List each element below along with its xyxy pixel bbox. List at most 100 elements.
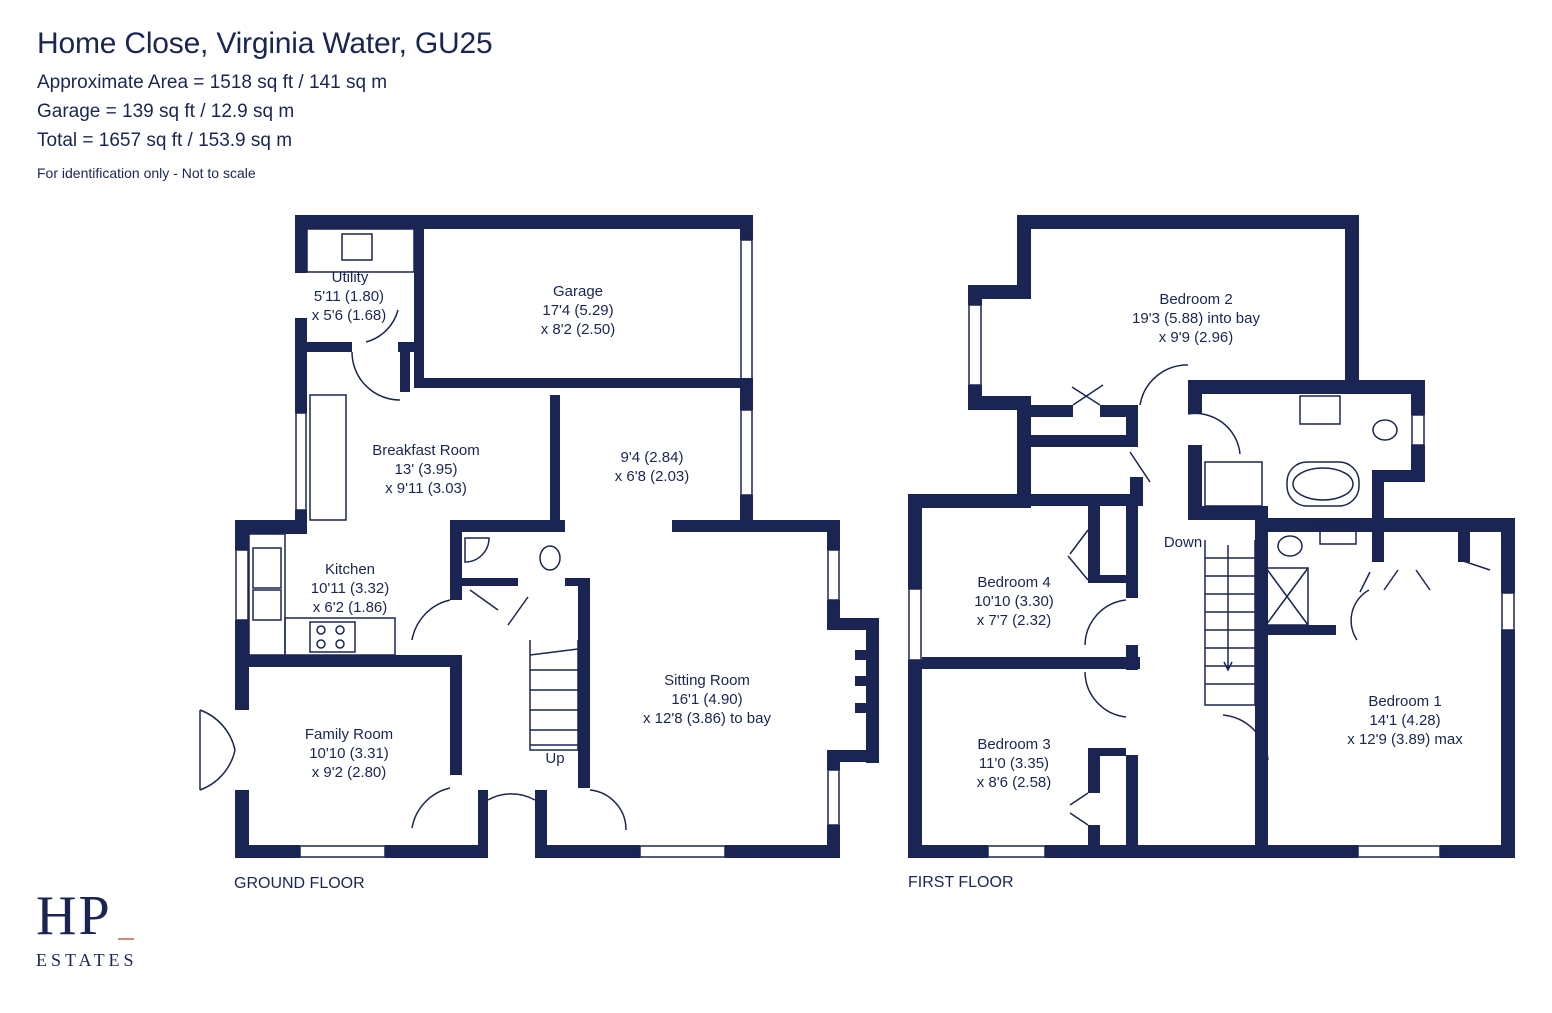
door-swing [411, 599, 451, 829]
chimney-breast [855, 650, 867, 660]
wall [385, 845, 488, 858]
window [299, 845, 386, 858]
utility-name: Utility [332, 269, 369, 286]
wall [1458, 532, 1470, 562]
bedroom1-dim2: x 12'9 (3.89) max [1347, 731, 1463, 748]
plan-header: Home Close, Virginia Water, GU25 Approxi… [37, 26, 493, 182]
garage-door [740, 239, 753, 381]
corner-basin-icon [464, 537, 490, 563]
utility-dim1: 5'11 (1.80) [314, 288, 384, 305]
wall [866, 618, 879, 763]
wall [827, 825, 840, 858]
hob-ring-icon [335, 639, 345, 649]
wall [1088, 748, 1100, 793]
wall [450, 520, 565, 532]
window [1501, 592, 1515, 631]
kitchen-dim1: 10'11 (3.32) [311, 580, 389, 597]
property-title: Home Close, Virginia Water, GU25 [37, 27, 493, 60]
window [1357, 845, 1441, 858]
bedroom3-name: Bedroom 3 [977, 736, 1050, 753]
wall [968, 396, 1031, 410]
basin-icon [1299, 395, 1341, 425]
staircase [1204, 540, 1256, 706]
bedroom4-name: Bedroom 4 [977, 574, 1050, 591]
wall [235, 520, 307, 534]
wall [578, 578, 590, 788]
utility-worktop [306, 228, 415, 273]
basin-icon [1319, 519, 1357, 545]
bedroom3-dim2: x 8'6 (2.58) [977, 774, 1052, 791]
family-dim1: 10'10 (3.31) [309, 745, 389, 762]
hob-icon [309, 621, 356, 653]
chimney-breast [855, 676, 867, 686]
window [1411, 414, 1425, 446]
wall [450, 655, 462, 775]
staircase [529, 648, 579, 746]
hob-ring-icon [335, 625, 345, 635]
wall [968, 285, 1031, 299]
french-door-swing [199, 709, 236, 791]
window [827, 549, 840, 601]
door-swing [1139, 364, 1241, 455]
bedroom2-dim2: x 9'9 (2.96) [1159, 329, 1234, 346]
alcove-dim2: x 6'8 (2.03) [615, 468, 690, 485]
wall [1017, 215, 1359, 229]
door-swing [1067, 529, 1127, 646]
wall [235, 520, 249, 550]
shower-tray-icon [1204, 461, 1263, 507]
wall [827, 750, 840, 770]
staircase-outline [529, 640, 579, 751]
wall [908, 845, 988, 858]
breakfast-worktop [309, 394, 347, 521]
utility-sink-icon [341, 233, 373, 261]
window [740, 409, 753, 496]
wall [550, 395, 560, 532]
wall [1255, 506, 1268, 636]
first-floor-fittings [908, 304, 1515, 858]
door-swing [1069, 671, 1127, 826]
wall [307, 342, 352, 352]
first-floor-plan [908, 215, 1515, 858]
garage-dim2: x 8'2 (2.50) [541, 321, 616, 338]
stairs-down-label: Down [1164, 534, 1202, 551]
wall [1126, 405, 1138, 447]
bedroom2-dim1: 19'3 (5.88) into bay [1132, 310, 1260, 327]
wall [295, 215, 753, 229]
wall [295, 318, 307, 413]
hob-ring-icon [316, 639, 326, 649]
wall [249, 655, 461, 667]
wall [908, 660, 922, 858]
wall [565, 578, 590, 586]
wall [1126, 645, 1138, 670]
bedroom4-dim2: x 7'7 (2.32) [977, 612, 1052, 629]
total-area: Total = 1657 sq ft / 153.9 sq m [37, 130, 293, 151]
door-swing [1129, 451, 1151, 483]
wall [725, 845, 840, 858]
wall [1088, 575, 1126, 583]
wall [1031, 405, 1073, 417]
kitchen-sink-icon [252, 547, 282, 589]
wall [1372, 470, 1384, 520]
kitchen-sink-icon [252, 589, 282, 621]
door-swing [1222, 714, 1269, 761]
door-swing [1071, 384, 1104, 406]
family-name: Family Room [305, 726, 393, 743]
wall [1372, 470, 1425, 482]
wall [400, 342, 410, 392]
wall [535, 845, 640, 858]
stairs-up-label: Up [545, 750, 564, 767]
window [295, 412, 307, 511]
toilet-icon [1277, 535, 1303, 557]
door-swing [469, 589, 529, 626]
bay-window [968, 304, 982, 386]
door-swing [589, 789, 627, 831]
wall [1088, 506, 1100, 581]
wall [1017, 396, 1031, 508]
front-door-swing [487, 793, 536, 801]
kitchen-dim2: x 6'2 (1.86) [313, 599, 388, 616]
wall [535, 790, 547, 858]
logo-name: ESTATES [36, 950, 138, 970]
wall [295, 215, 307, 273]
bedroom1-name: Bedroom 1 [1368, 693, 1441, 710]
first-floor-label: FIRST FLOOR [908, 874, 1014, 891]
